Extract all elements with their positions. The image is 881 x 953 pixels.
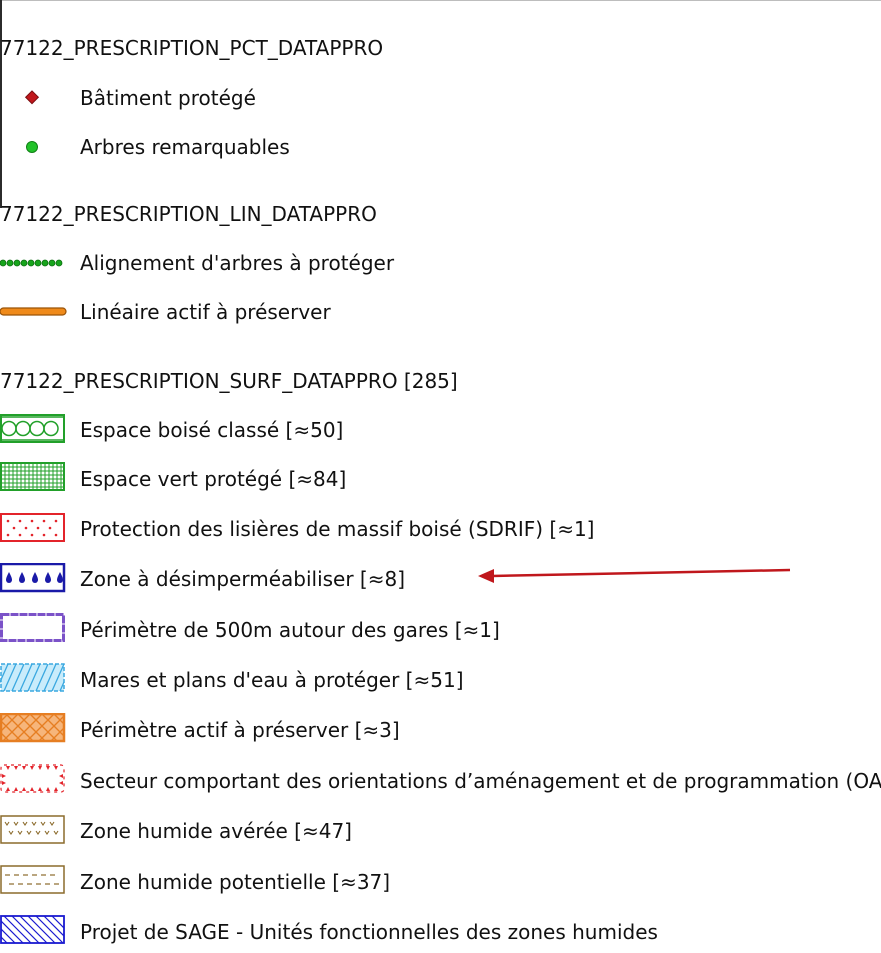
outline-polygon-icon [0,613,65,642]
dot-hatch-icon [0,513,65,542]
left-border-line [0,0,2,208]
legend-item-alignement-arbres: Alignement d'arbres à protéger [80,251,395,275]
legend-item-zone-humide-averee: Zone humide avérée [≈47] [80,819,352,843]
v-hatch-icon [0,815,65,844]
legend-item-projet-sage: Projet de SAGE - Unités fonctionnelles d… [80,920,658,944]
legend-item-zone-desimpermeabiliser: Zone à désimperméabiliser [≈8] [80,567,406,591]
grid-hatch-icon [0,462,65,491]
legend-group-title-lin: 77122_PRESCRIPTION_LIN_DATAPPRO [0,202,377,226]
circle-hatch-icon [0,414,65,443]
diagonal-fill-icon [0,663,65,692]
legend-item-secteur-oap: Secteur comportant des orientations d’am… [80,769,881,793]
legend-item-espace-vert-protege: Espace vert protégé [≈84] [80,467,347,491]
diagonal-lines-icon [0,915,65,944]
legend-item-zone-humide-potentielle: Zone humide potentielle [≈37] [80,870,391,894]
top-border [0,0,881,1]
legend-item-perimetre-actif: Périmètre actif à préserver [≈3] [80,718,400,742]
legend-group-title-surf: 77122_PRESCRIPTION_SURF_DATAPPRO [285] [0,369,458,393]
drop-hatch-icon [0,563,66,593]
dash-hatch-icon [0,865,65,894]
triangle-outline-icon [0,764,65,793]
diamond-hatch-icon [0,713,66,743]
solid-line-icon [0,307,67,316]
legend-item-mares-plans-eau: Mares et plans d'eau à protéger [≈51] [80,668,464,692]
dotted-line-icon [0,259,63,267]
legend-item-batiment-protege: Bâtiment protégé [80,86,256,110]
legend-item-espace-boise-classe: Espace boisé classé [≈50] [80,418,344,442]
legend-item-lineaire-actif: Linéaire actif à préserver [80,300,331,324]
diamond-marker-icon [24,90,40,105]
legend-group-title-pct: 77122_PRESCRIPTION_PCT_DATAPPRO [0,36,384,60]
legend-item-arbres-remarquables: Arbres remarquables [80,135,290,159]
legend-item-perimetre-500m: Périmètre de 500m autour des gares [≈1] [80,618,500,642]
circle-marker-icon [26,141,38,153]
legend-item-protection-lisieres: Protection des lisières de massif boisé … [80,517,595,541]
